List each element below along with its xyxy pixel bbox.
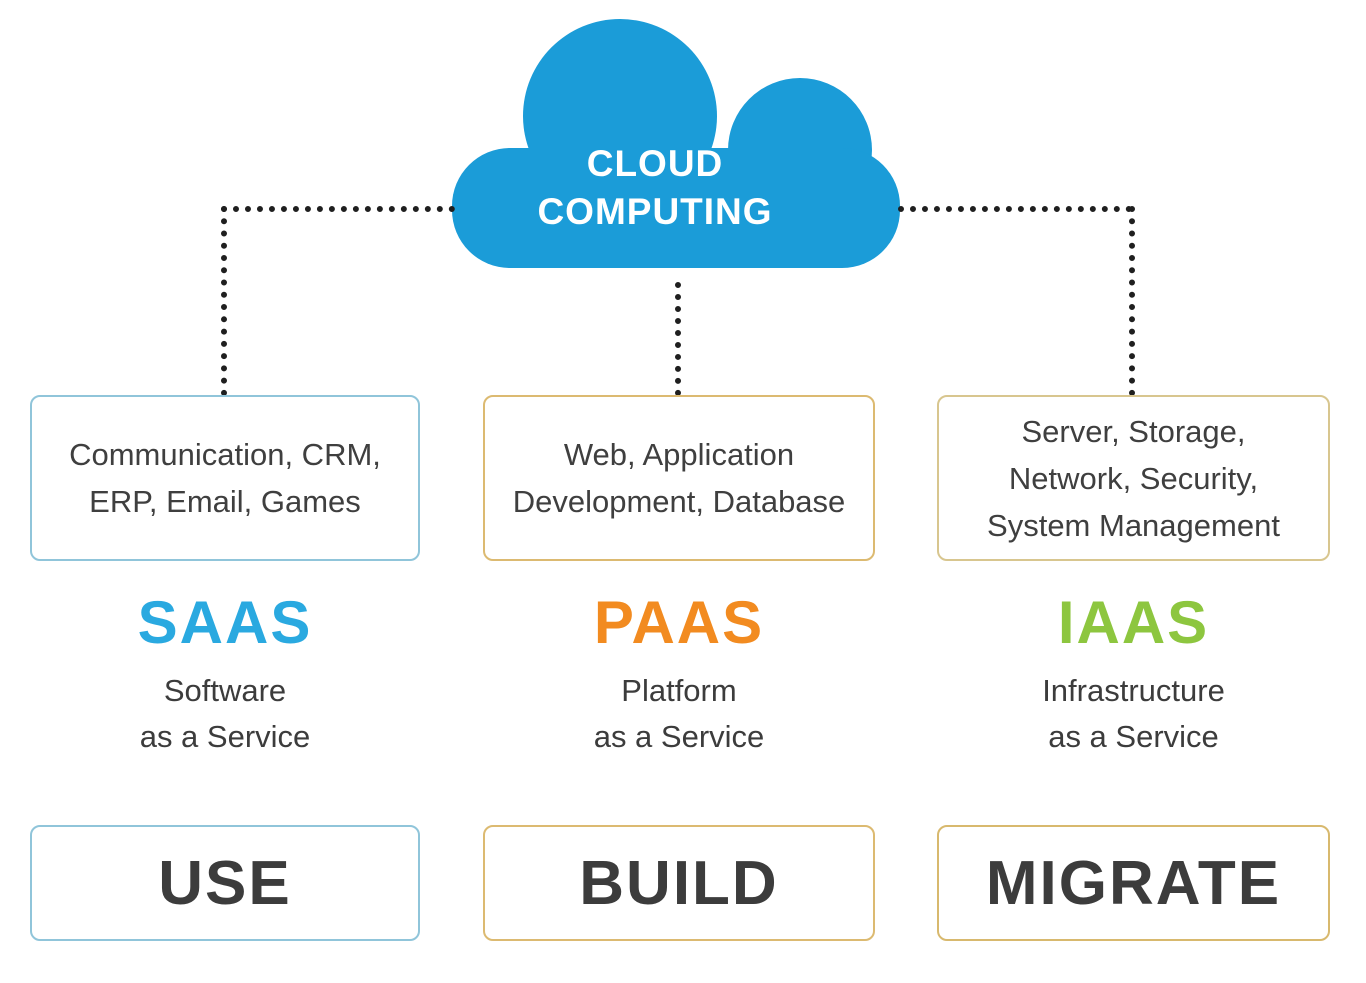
cloud-shape: CLOUD COMPUTING [452, 18, 900, 270]
paas-full-name: Platform as a Service [483, 668, 875, 760]
saas-full-name: Software as a Service [30, 668, 420, 760]
saas-items-text: Communication, CRM, ERP, Email, Games [69, 431, 381, 525]
iaas-action-box: MIGRATE [937, 825, 1330, 941]
iaas-items-line1: Server, Storage, [1021, 413, 1246, 449]
iaas-items-line3: System Management [987, 507, 1280, 543]
cloud-title: CLOUD COMPUTING [452, 140, 858, 236]
paas-acronym: PAAS [593, 589, 765, 656]
saas-full-name-line1: Software [163, 673, 287, 708]
paas-full-name-line2: as a Service [593, 719, 765, 754]
saas-items-line2: ERP, Email, Games [89, 484, 361, 519]
cloud-title-line2: COMPUTING [537, 191, 773, 232]
iaas-acronym: IAAS [1057, 589, 1210, 656]
paas-action-box: BUILD [483, 825, 875, 941]
iaas-items-box: Server, Storage, Network, Security, Syst… [937, 395, 1330, 561]
cloud-title-line1: CLOUD [586, 143, 724, 184]
iaas-full-name-line1: Infrastructure [1042, 673, 1225, 708]
paas-items-line2: Development, Database [512, 484, 846, 519]
paas-items-text: Web, Application Development, Database [513, 431, 846, 525]
saas-action-box: USE [30, 825, 420, 941]
saas-items-line1: Communication, CRM, [69, 437, 381, 472]
saas-acronym: SAAS [137, 589, 313, 656]
connector-paas-vertical [675, 282, 681, 396]
iaas-items-text: Server, Storage, Network, Security, Syst… [987, 408, 1280, 549]
saas-items-box: Communication, CRM, ERP, Email, Games [30, 395, 420, 561]
iaas-full-name-line2: as a Service [1048, 719, 1219, 754]
iaas-items-line2: Network, Security, [1008, 460, 1259, 496]
iaas-full-name: Infrastructure as a Service [937, 668, 1330, 760]
connector-iaas-vertical [1129, 206, 1135, 396]
paas-action-label: BUILD [579, 848, 779, 918]
connector-iaas-horizontal [898, 206, 1132, 212]
iaas-action-label: MIGRATE [985, 848, 1282, 918]
connector-saas-horizontal [221, 206, 455, 212]
saas-full-name-line2: as a Service [139, 719, 311, 754]
connector-saas-vertical [221, 206, 227, 396]
paas-full-name-line1: Platform [621, 673, 737, 708]
cloud-icon [452, 19, 900, 268]
paas-items-line1: Web, Application [563, 437, 795, 472]
paas-items-box: Web, Application Development, Database [483, 395, 875, 561]
saas-action-label: USE [158, 848, 292, 918]
